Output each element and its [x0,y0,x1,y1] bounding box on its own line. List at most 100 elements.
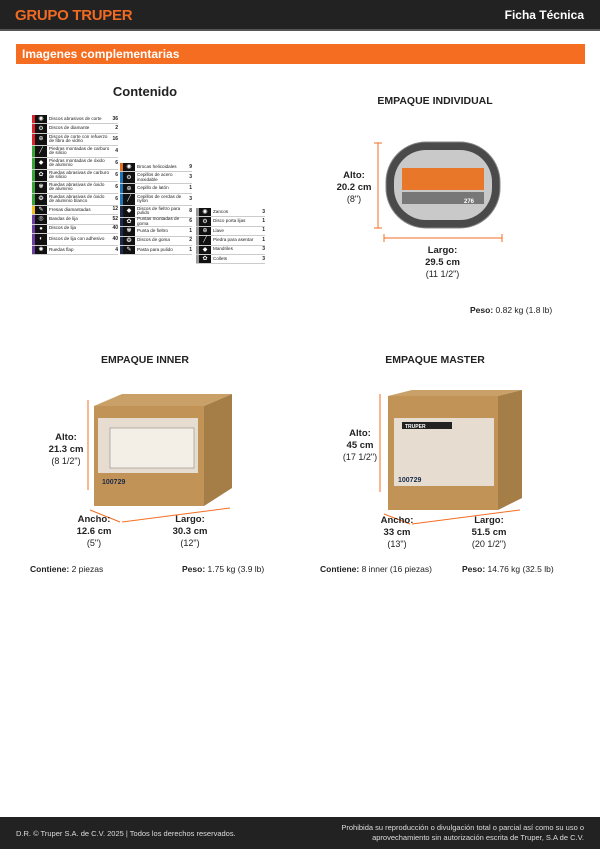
item-qty: 3 [189,174,192,181]
category-color-bar [32,157,35,169]
tool-icon: ❂ [123,236,135,245]
item-label: Punta de fieltro [137,228,168,234]
item-qty: 3 [262,246,265,253]
item-label: Discos de diamante [49,125,90,131]
header-bar: GRUPO TRUPER Ficha Técnica [0,0,600,31]
tool-icon: ⊕ [35,133,47,145]
item-qty: 1 [262,218,265,225]
contents-item: ◉Zancos 3 [196,208,265,218]
item-qty: 3 [262,208,265,215]
category-color-bar [196,254,199,264]
item-label: Piedra para asentar [213,237,254,243]
item-label: Disco porta lijas [213,218,246,224]
master-title: EMPAQUE MASTER [385,354,485,366]
contents-item: ⊕Discos de corte con refuerzo de fibra d… [32,133,118,146]
individual-package-image: 276 [374,141,503,242]
tool-icon: ✾ [123,227,135,236]
master-box-code: 100729 [398,477,421,484]
item-label: Fresas diamantadas [49,206,91,212]
inner-title: EMPAQUE INNER [101,354,189,366]
item-label: Brocas helicoidales [137,163,177,169]
item-label: Puntas montadas de goma [137,216,180,226]
item-label: Discos de fieltro para pulido [137,205,181,216]
inner-box-image: 100729 [87,394,232,523]
item-label: Cepillo de latón [137,185,169,191]
item-qty: 52 [112,215,118,222]
category-color-bar [32,205,35,215]
tool-icon: ⚙ [199,217,211,226]
category-color-bar [32,124,35,133]
contents-item: ✿Collets 3 [196,254,265,265]
contents-title: Contenido [112,84,178,99]
item-label: Ruedas abrasivas de óxido de aluminio [49,181,105,192]
item-qty: 2 [115,125,118,132]
item-label: Collets [213,255,228,261]
category-color-bar [120,227,123,236]
contents-item: ❂Ruedas abrasivas de óxido de aluminio b… [32,193,118,206]
master-weight: Peso: 14.76 kg (32.5 lb) [462,564,554,574]
inner-contains: Contiene: 2 piezas [30,564,104,574]
category-color-bar [120,184,123,193]
item-qty: 3 [189,195,192,202]
master-width: Ancho:33 cm(13") [380,515,414,549]
master-brand: TRUPER [405,424,426,430]
item-label: Discos de goma [137,237,170,243]
category-color-bar [32,145,35,157]
item-label: Zancos [213,208,229,214]
section-title: Imagenes complementarias [16,44,585,64]
tool-icon: ❂ [35,193,47,205]
footer-legal: Prohibida su reproducción o divulgación … [341,823,584,842]
category-color-bar [196,208,199,217]
category-color-bar [196,217,199,226]
tool-icon: ⊕ [199,226,211,236]
category-color-bar [120,245,123,255]
category-color-bar [32,133,35,145]
item-label: Discos de lija [49,225,77,231]
item-label: Ruedas flap [49,246,74,252]
inner-box-code: 100729 [102,479,125,486]
item-qty: 1 [262,227,265,234]
item-qty: 36 [112,115,118,122]
tool-icon: ✎ [35,205,47,215]
tool-icon: ✎ [123,245,135,255]
doc-type: Ficha Técnica [504,8,584,22]
item-qty: 12 [112,206,118,213]
category-color-bar [196,236,199,245]
item-label: Cepillos de acero inoxidable [137,172,173,182]
individual-height: Alto:20.2 cm(8") [336,170,372,204]
tool-icon: ✾ [35,181,47,193]
category-color-bar [196,245,199,254]
tool-icon: ✿ [199,254,211,264]
master-length: Largo:51.5 cm(20 1/2") [471,515,507,549]
tool-icon: ◉ [35,115,47,124]
individual-title: EMPAQUE INDIVIDUAL [377,95,493,107]
category-color-bar [32,181,35,193]
item-qty: 3 [262,255,265,262]
tool-icon: ◉ [199,208,211,217]
category-color-bar [32,224,35,233]
inner-length: Largo:30.3 cm(12") [172,514,208,548]
item-label: Cepillos de cerdas de nylon [137,193,182,204]
item-label: Discos de corte con refuerzo de fibra de… [49,133,108,144]
category-color-bar [120,205,123,217]
contents-item: ✎Fresas diamantadas 12 [32,205,118,216]
item-qty: 40 [112,225,118,232]
item-label: Mandriles [213,246,233,252]
item-qty: 9 [189,163,192,170]
category-color-bar [120,163,123,172]
item-label: Piedras montadas de óxido de aluminio [49,157,105,168]
item-qty: 1 [262,236,265,243]
